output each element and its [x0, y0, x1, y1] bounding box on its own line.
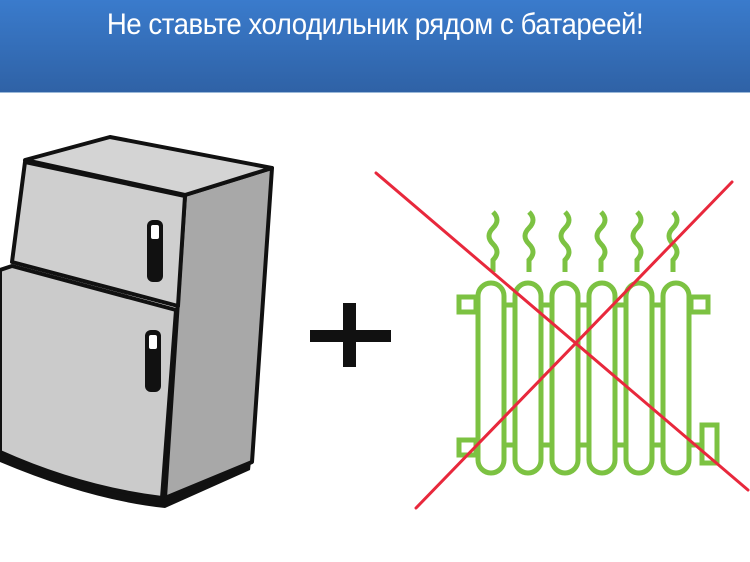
plus-icon [310, 303, 391, 367]
title-banner: Не ставьте холодильник рядом с батареей! [0, 0, 750, 93]
prohibited-cross-icon [374, 171, 750, 510]
radiator-icon [456, 210, 720, 476]
refrigerator-icon [0, 135, 274, 508]
slide-title: Не ставьте холодильник рядом с батареей! [106, 8, 644, 41]
